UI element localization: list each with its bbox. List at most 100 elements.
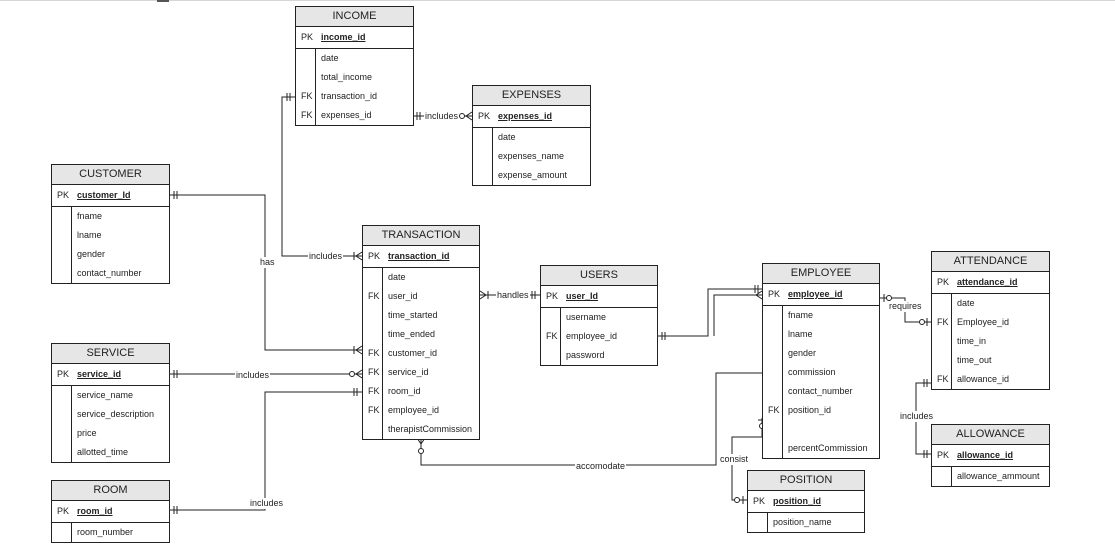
- rel-label-room-transaction: includes: [249, 498, 285, 509]
- attribute-row: total_income: [296, 68, 413, 87]
- attribute-row: therapistCommission: [363, 420, 479, 439]
- attribute-name: customer_id: [388, 348, 438, 358]
- primary-key-name: attendance_id: [957, 277, 1018, 287]
- rel-label-employee-attendance: requires: [888, 301, 923, 312]
- entity-position[interactable]: POSITION PK position_id position_name: [747, 470, 865, 533]
- attribute-name: contact_number: [77, 268, 142, 278]
- entity-title: CUSTOMER: [52, 165, 169, 185]
- primary-key-name: user_Id: [566, 291, 599, 301]
- entity-users[interactable]: USERS PK user_Id username FK employee_id…: [540, 265, 658, 366]
- attribute-row: allotted_time: [52, 443, 169, 462]
- primary-key-name: employee_id: [788, 289, 843, 299]
- attribute-name: time_in: [957, 336, 987, 346]
- primary-key-row: PK service_id: [52, 364, 169, 386]
- attribute-list: fname lname gender commission contact_nu…: [763, 306, 879, 458]
- primary-key-row: PK income_id: [296, 27, 413, 49]
- attribute-row: contact_number: [763, 382, 879, 401]
- key-marker: FK: [937, 374, 949, 384]
- attribute-row: FK allowance_id: [932, 370, 1049, 389]
- primary-key-name: position_id: [773, 496, 821, 506]
- attribute-name: username: [566, 312, 607, 322]
- rel-label-transaction-employee: accomodate: [575, 461, 627, 472]
- attribute-name: price: [77, 428, 97, 438]
- key-marker: FK: [301, 91, 313, 101]
- attribute-list: date total_income FK transaction_id FK e…: [296, 49, 413, 125]
- attribute-row: service_description: [52, 405, 169, 424]
- primary-key-row: PK customer_Id: [52, 185, 169, 207]
- marker-zero-many: [418, 448, 424, 454]
- attribute-row: fname: [763, 306, 879, 325]
- attribute-row: FK position_id: [763, 401, 879, 420]
- entity-attendance[interactable]: ATTENDANCE PK attendance_id date FK Empl…: [931, 251, 1050, 390]
- attribute-row: FK employee_id: [541, 327, 657, 346]
- marker-crowfoot: [465, 111, 473, 121]
- attribute-row: room_number: [52, 523, 169, 542]
- attribute-name: time_out: [957, 355, 992, 365]
- entity-customer[interactable]: CUSTOMER PK customer_Id fname lname gend…: [51, 164, 170, 284]
- primary-key-row: PK position_id: [748, 491, 864, 513]
- attribute-list: date FK user_id time_started time_ended …: [363, 268, 479, 439]
- attribute-name: percentCommission: [788, 443, 868, 453]
- entity-title: ALLOWANCE: [932, 425, 1049, 445]
- rel-label-employee-position: consist: [719, 454, 750, 465]
- attribute-row: lname: [763, 325, 879, 344]
- attribute-row: time_in: [932, 332, 1049, 351]
- connector-users-employee: [658, 288, 762, 337]
- attribute-name: employee_id: [566, 331, 618, 341]
- entity-allowance[interactable]: ALLOWANCE PK allowance_id allowance_ammo…: [931, 424, 1050, 487]
- attribute-name: fname: [788, 310, 814, 320]
- pk-marker: PK: [546, 291, 559, 301]
- primary-key-name: transaction_id: [388, 251, 450, 261]
- attribute-row: price: [52, 424, 169, 443]
- entity-employee[interactable]: EMPLOYEE PK employee_id fname lname gend…: [762, 263, 880, 459]
- key-column-divider: [767, 513, 768, 532]
- attribute-row: FK user_id: [363, 287, 479, 306]
- attribute-name: transaction_id: [321, 91, 378, 101]
- key-column-divider: [951, 294, 952, 389]
- attribute-name: date: [388, 272, 406, 282]
- primary-key-name: customer_Id: [77, 190, 131, 200]
- pk-marker: PK: [57, 190, 70, 200]
- entity-title: EXPENSES: [473, 86, 590, 106]
- attribute-name: service_name: [77, 390, 134, 400]
- entity-income[interactable]: INCOME PK income_id date total_income FK…: [295, 6, 414, 126]
- pk-marker: PK: [57, 506, 70, 516]
- connector-users-employee-branch: [713, 294, 762, 336]
- attribute-name: date: [321, 53, 339, 63]
- attribute-row: [763, 420, 879, 439]
- marker-crowfoot: [416, 437, 426, 445]
- attribute-row: FK room_id: [363, 382, 479, 401]
- marker-crowfoot: [755, 290, 763, 300]
- marker-crowfoot: [355, 251, 363, 261]
- attribute-name: time_ended: [388, 329, 436, 339]
- marker-zero: [919, 319, 925, 325]
- attribute-row: password: [541, 346, 657, 365]
- entity-room[interactable]: ROOM PK room_id room_number: [51, 480, 170, 543]
- primary-key-row: PK attendance_id: [932, 272, 1049, 294]
- attribute-list: username FK employee_id password: [541, 308, 657, 365]
- marker-zero-many: [459, 113, 465, 119]
- attribute-name: service_id: [388, 367, 429, 377]
- rel-label-income-expenses: includes: [424, 111, 460, 122]
- key-column-divider: [492, 128, 493, 185]
- attribute-name: allowance_ammount: [957, 471, 1040, 481]
- attribute-list: position_name: [748, 513, 864, 532]
- key-marker: FK: [368, 348, 380, 358]
- entity-transaction[interactable]: TRANSACTION PK transaction_id date FK us…: [362, 225, 480, 440]
- attribute-row: username: [541, 308, 657, 327]
- attribute-row: percentCommission: [763, 439, 879, 458]
- key-marker: FK: [546, 331, 558, 341]
- rel-label-attendance-allowance: includes: [899, 411, 935, 422]
- attribute-name: gender: [77, 249, 106, 259]
- entity-service[interactable]: SERVICE PK service_id service_name servi…: [51, 343, 170, 463]
- key-marker: FK: [937, 317, 949, 327]
- key-column-divider: [71, 207, 72, 283]
- entity-title: POSITION: [748, 471, 864, 491]
- key-column-divider: [71, 523, 72, 542]
- attribute-row: contact_number: [52, 264, 169, 283]
- connector-transaction-employee: [420, 372, 762, 466]
- attribute-name: position_id: [788, 405, 832, 415]
- primary-key-row: PK employee_id: [763, 284, 879, 306]
- pk-marker: PK: [753, 496, 766, 506]
- entity-expenses[interactable]: EXPENSES PK expenses_id date expenses_na…: [472, 85, 591, 186]
